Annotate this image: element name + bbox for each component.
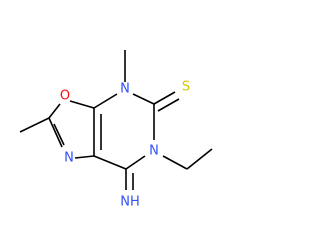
bond-ethyl-ch2-ch3	[186, 148, 213, 170]
atom-o1: O	[60, 89, 70, 104]
bond-n3-c3a	[74, 155, 95, 159]
bond-c5-s-double-b	[157, 98, 180, 112]
molecule-structure: O N S N N NH	[19, 50, 213, 210]
bond-o1-c7a	[69, 100, 95, 109]
bond-c2-methyl	[19, 117, 50, 133]
bonds	[19, 50, 213, 190]
atom-n3: N	[64, 151, 74, 166]
bond-n6-ethyl	[162, 155, 188, 170]
bond-c7-c3a	[93, 155, 127, 170]
bond-c2-n3-double-b	[53, 123, 65, 146]
bond-n6-c7	[125, 155, 146, 170]
atom-s: S	[182, 80, 190, 95]
atom-n4: N	[120, 82, 130, 97]
atom-labels: O N S N N NH	[60, 80, 190, 210]
bond-c5-s-double-a	[153, 91, 176, 105]
bond-c2-o1	[48, 103, 61, 119]
bond-n4-c5	[132, 93, 155, 105]
bond-c2-n3-double-a	[48, 117, 63, 148]
atom-n6: N	[149, 144, 159, 159]
bond-c7a-n4	[93, 93, 118, 109]
atom-imine-nh: NH	[120, 195, 140, 210]
